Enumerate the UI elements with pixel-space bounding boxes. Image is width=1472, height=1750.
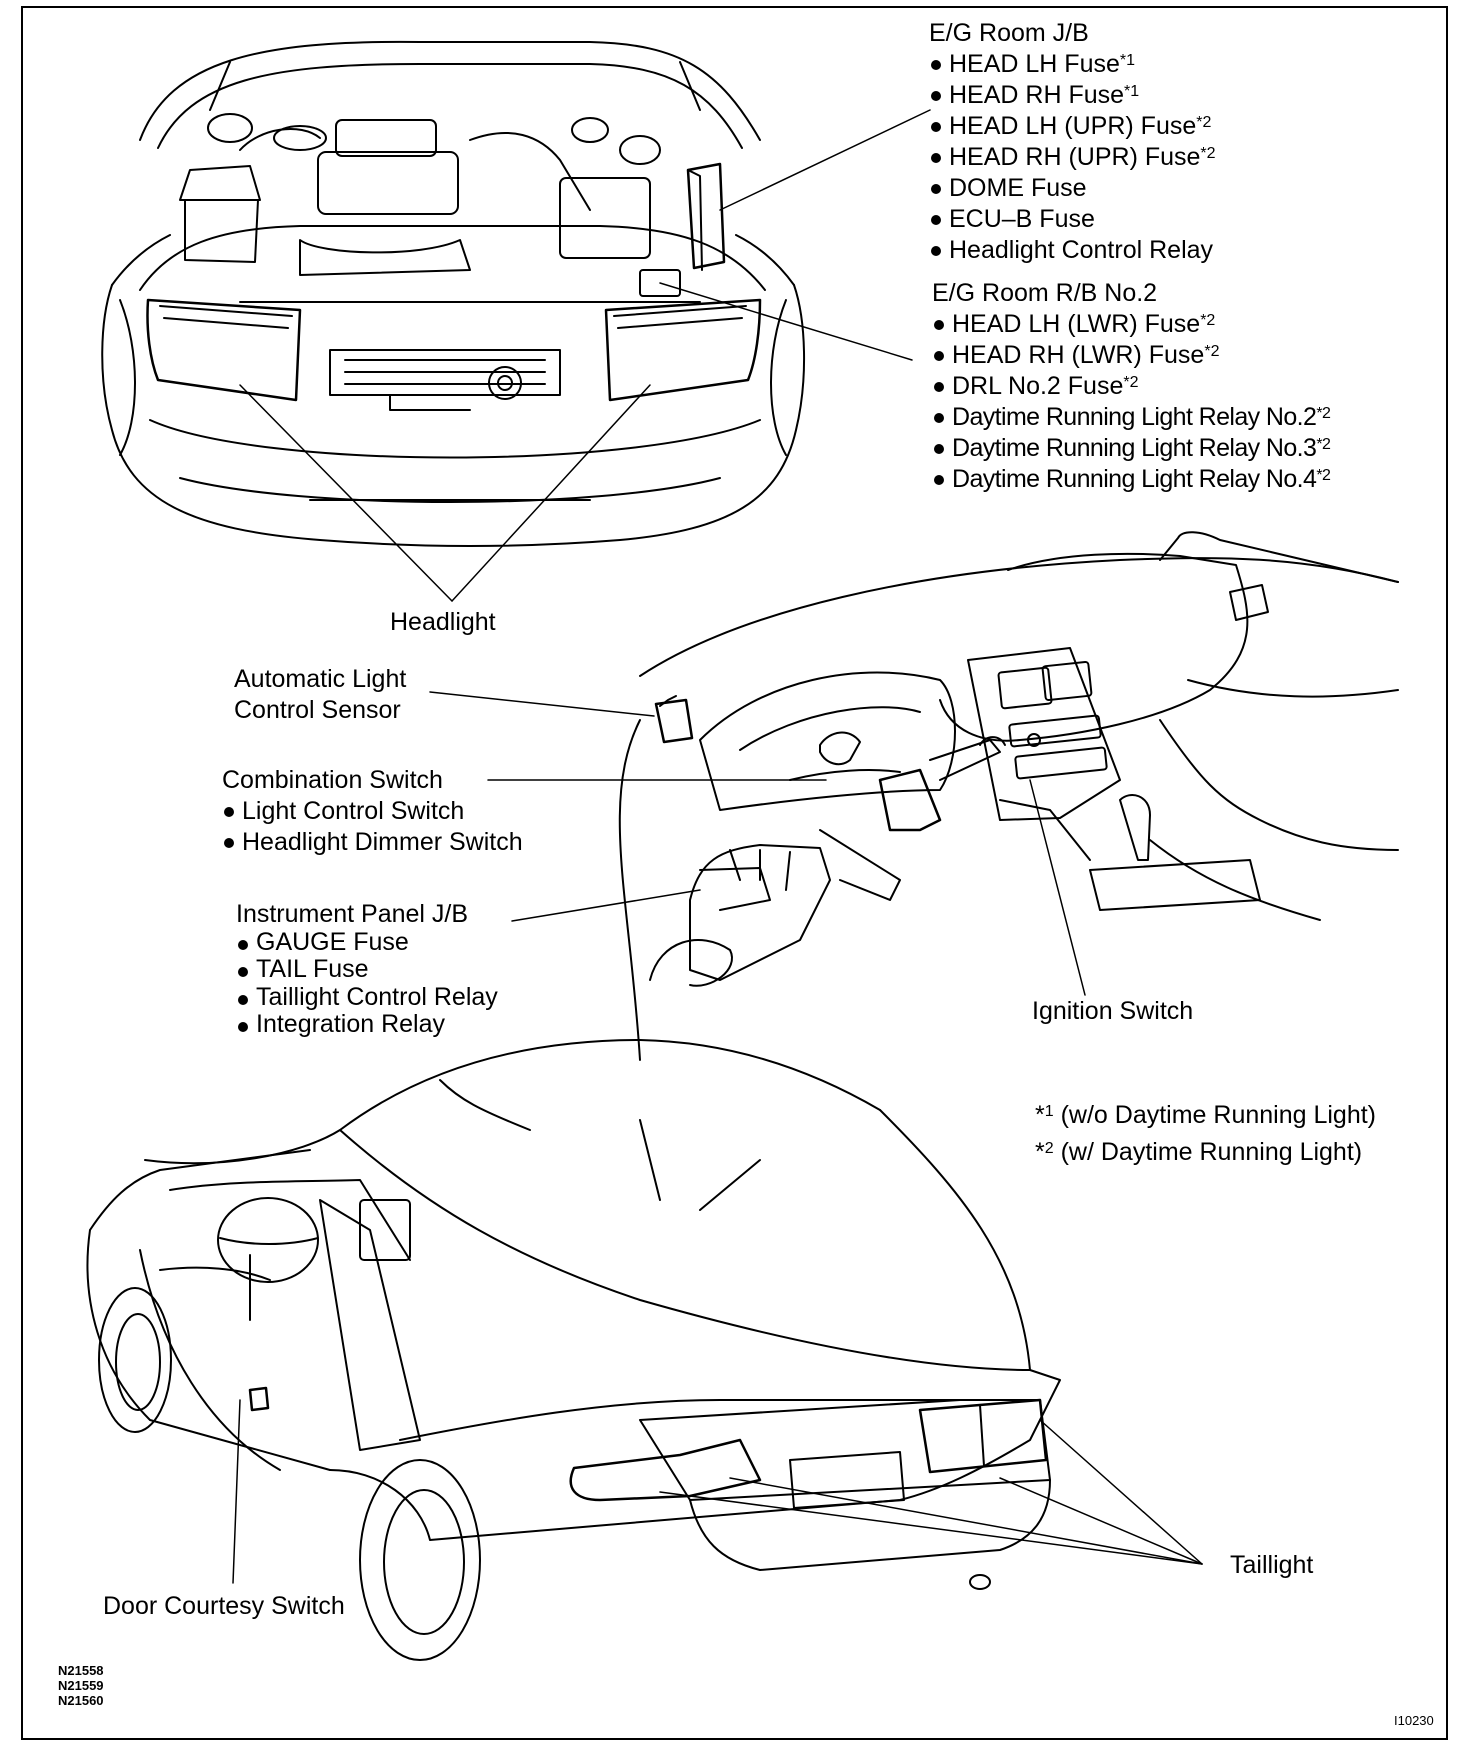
eg-room-rb2-item: DRL No.2 Fuse*2 [932, 371, 1330, 402]
eg-room-rb2-item: Daytime Running Light Relay No.4*2 [932, 464, 1331, 495]
combination-switch-item: Light Control Switch [222, 796, 523, 827]
figure-id: I10230 [1394, 1713, 1434, 1728]
eg-room-jb-item: Headlight Control Relay [929, 235, 1216, 266]
ignition-switch-label: Ignition Switch [1032, 997, 1194, 1025]
instrument-panel-jb-item: Integration Relay [236, 1010, 498, 1039]
eg-room-rb2-title: E/G Room R/B No.2 [932, 279, 1158, 307]
figure-code: N21558 [58, 1663, 104, 1678]
footnote-2: *2 (w/ Daytime Running Light) [1035, 1138, 1363, 1166]
eg-room-jb-item: DOME Fuse [929, 173, 1216, 204]
headlight-label: Headlight [390, 608, 496, 636]
eg-room-rb2-callout: E/G Room R/B No.2 HEAD LH (LWR) Fuse*2 H… [932, 278, 1331, 495]
eg-room-jb-item: HEAD RH (UPR) Fuse*2 [929, 142, 1216, 173]
combination-switch-item: Headlight Dimmer Switch [222, 827, 523, 858]
eg-room-rb2-item: Daytime Running Light Relay No.3*2 [932, 433, 1331, 464]
auto-light-sensor-label: Automatic Light Control Sensor [234, 664, 406, 726]
footnotes: *1 (w/o Daytime Running Light) *2 (w/ Da… [1035, 1097, 1376, 1171]
instrument-panel-jb-item: TAIL Fuse [236, 955, 498, 984]
auto-light-sensor-line1: Automatic Light [234, 665, 407, 693]
instrument-panel-jb-item: Taillight Control Relay [236, 983, 498, 1012]
eg-room-rb2-item: HEAD LH (LWR) Fuse*2 [932, 309, 1330, 340]
eg-room-jb-item: HEAD RH Fuse*1 [929, 80, 1216, 111]
figure-code: N21560 [58, 1693, 104, 1708]
footnote-1: *1 (w/o Daytime Running Light) [1035, 1101, 1377, 1129]
instrument-panel-jb-item: GAUGE Fuse [236, 928, 498, 957]
taillight-label: Taillight [1230, 1551, 1314, 1579]
eg-room-jb-callout: E/G Room J/B HEAD LH Fuse*1 HEAD RH Fuse… [929, 18, 1216, 266]
figure-border [21, 6, 1448, 1740]
eg-room-jb-item: HEAD LH (UPR) Fuse*2 [929, 111, 1216, 142]
dashboard-drawing [429, 531, 1399, 1061]
rear-car-drawing [86, 1039, 1203, 1661]
eg-room-jb-title: E/G Room J/B [929, 19, 1089, 47]
instrument-panel-jb-callout: Instrument Panel J/B GAUGE Fuse TAIL Fus… [236, 900, 498, 1039]
combination-switch-callout: Combination Switch Light Control Switch … [222, 765, 523, 858]
eg-room-rb2-item: Daytime Running Light Relay No.2*2 [932, 402, 1331, 433]
combination-switch-title: Combination Switch [222, 766, 443, 794]
engine-bay-drawing [101, 40, 931, 602]
figure-codes: N21558 N21559 N21560 [58, 1663, 104, 1708]
eg-room-rb2-item: HEAD RH (LWR) Fuse*2 [932, 340, 1330, 371]
figure-code: N21559 [58, 1678, 104, 1693]
door-courtesy-switch-label: Door Courtesy Switch [103, 1592, 345, 1620]
auto-light-sensor-line2: Control Sensor [234, 696, 401, 724]
eg-room-jb-item: HEAD LH Fuse*1 [929, 49, 1216, 80]
instrument-panel-jb-title: Instrument Panel J/B [236, 900, 469, 928]
eg-room-jb-item: ECU–B Fuse [929, 204, 1216, 235]
